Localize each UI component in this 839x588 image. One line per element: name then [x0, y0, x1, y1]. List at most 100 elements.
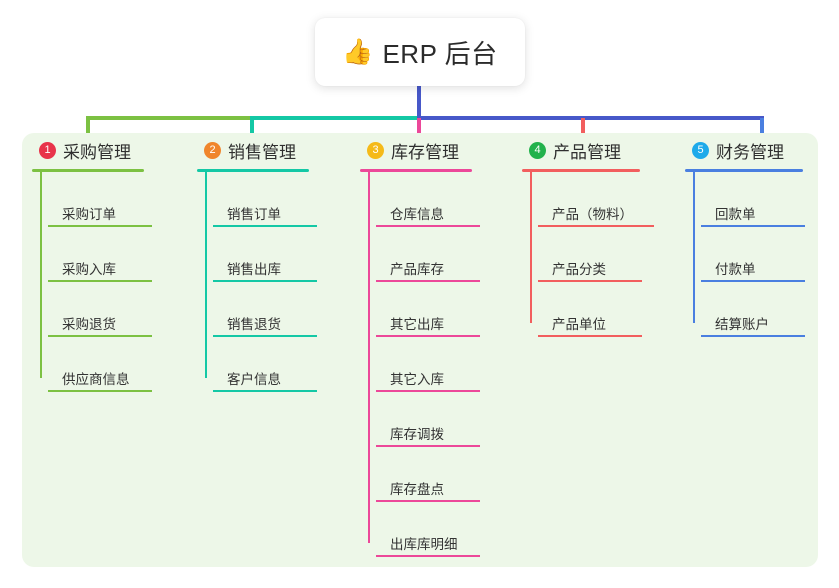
module-column: 5 财务管理回款单付款单结算账户 — [685, 133, 839, 337]
submodule-item[interactable]: 销售退货 — [213, 282, 317, 337]
submodule-label: 产品库存 — [390, 262, 444, 277]
submodule-list: 采购订单采购入库采购退货供应商信息 — [32, 172, 188, 392]
submodule-item[interactable]: 产品库存 — [376, 227, 480, 282]
submodule-item[interactable]: 采购订单 — [48, 172, 152, 227]
submodule-label: 仓库信息 — [390, 207, 444, 222]
submodule-item[interactable]: 库存盘点 — [376, 447, 480, 502]
module-header[interactable]: 5 财务管理 — [685, 133, 839, 167]
submodule-label: 回款单 — [715, 207, 756, 222]
module-title: 销售管理 — [228, 142, 296, 162]
module-index-badge: 4 — [529, 141, 546, 159]
module-header[interactable]: 2 销售管理 — [197, 133, 353, 167]
submodule-label: 其它出库 — [390, 317, 444, 332]
module-title: 产品管理 — [553, 142, 621, 162]
submodule-list: 仓库信息产品库存其它出库其它入库库存调拨库存盘点出库库明细 — [360, 172, 516, 557]
submodule-label: 产品（物料） — [552, 207, 633, 222]
submodule-item[interactable]: 销售出库 — [213, 227, 317, 282]
submodule-underline — [213, 335, 317, 337]
submodule-label: 采购订单 — [62, 207, 116, 222]
submodule-item[interactable]: 付款单 — [701, 227, 805, 282]
submodule-label: 其它入库 — [390, 372, 444, 387]
submodule-underline — [213, 280, 317, 282]
submodule-label: 销售出库 — [227, 262, 281, 277]
submodule-item[interactable]: 客户信息 — [213, 337, 317, 392]
thumbs-up-icon: 👍 — [342, 37, 374, 66]
submodule-underline — [538, 280, 642, 282]
submodule-item[interactable]: 采购入库 — [48, 227, 152, 282]
branch-spine — [368, 172, 370, 543]
root-node-card[interactable]: 👍 ERP 后台 — [315, 18, 525, 86]
submodule-item[interactable]: 其它出库 — [376, 282, 480, 337]
module-index-badge: 5 — [692, 141, 709, 159]
submodule-underline — [48, 390, 152, 392]
submodule-label: 付款单 — [715, 262, 756, 277]
submodule-underline — [213, 225, 317, 227]
submodule-label: 采购退货 — [62, 317, 116, 332]
submodule-list: 回款单付款单结算账户 — [685, 172, 839, 337]
module-index-badge: 3 — [367, 141, 384, 159]
module-column: 1 采购管理采购订单采购入库采购退货供应商信息 — [32, 133, 188, 392]
submodule-label: 结算账户 — [715, 317, 769, 332]
submodule-label: 客户信息 — [227, 372, 281, 387]
submodule-underline — [48, 280, 152, 282]
submodule-underline — [701, 335, 805, 337]
module-underline — [522, 169, 640, 172]
module-header[interactable]: 1 采购管理 — [32, 133, 188, 167]
module-index-badge: 2 — [204, 141, 221, 159]
module-underline — [32, 169, 144, 172]
submodule-underline — [376, 335, 480, 337]
submodule-label: 销售退货 — [227, 317, 281, 332]
submodule-underline — [376, 445, 480, 447]
submodule-list: 销售订单销售出库销售退货客户信息 — [197, 172, 353, 392]
submodule-underline — [213, 390, 317, 392]
submodule-underline — [376, 390, 480, 392]
branch-spine — [40, 172, 42, 378]
module-title: 采购管理 — [63, 142, 131, 162]
submodule-label: 产品分类 — [552, 262, 606, 277]
submodule-item[interactable]: 产品单位 — [538, 282, 642, 337]
module-index-badge: 1 — [39, 141, 56, 159]
module-columns: 1 采购管理采购订单采购入库采购退货供应商信息 2 销售管理销售订单销售出库销售退货客… — [22, 133, 818, 567]
submodule-item[interactable]: 仓库信息 — [376, 172, 480, 227]
submodule-underline — [701, 225, 805, 227]
module-underline — [197, 169, 309, 172]
submodule-underline — [376, 225, 480, 227]
submodule-underline — [376, 500, 480, 502]
submodule-label: 库存盘点 — [390, 482, 444, 497]
branch-spine — [205, 172, 207, 378]
module-column: 2 销售管理销售订单销售出库销售退货客户信息 — [197, 133, 353, 392]
submodule-underline — [701, 280, 805, 282]
submodule-item[interactable]: 库存调拨 — [376, 392, 480, 447]
submodule-underline — [48, 225, 152, 227]
submodule-label: 销售订单 — [227, 207, 281, 222]
submodule-underline — [376, 555, 480, 557]
submodule-item[interactable]: 结算账户 — [701, 282, 805, 337]
module-header[interactable]: 3 库存管理 — [360, 133, 516, 167]
submodule-underline — [538, 335, 642, 337]
submodule-label: 供应商信息 — [62, 372, 130, 387]
submodule-underline — [538, 225, 654, 227]
branch-spine — [530, 172, 532, 323]
submodule-item[interactable]: 销售订单 — [213, 172, 317, 227]
submodule-list: 产品（物料） 产品分类产品单位 — [522, 172, 678, 337]
submodule-label: 出库库明细 — [390, 537, 458, 552]
module-underline — [360, 169, 472, 172]
root-node-title: ERP 后台 — [382, 38, 498, 69]
module-column: 4 产品管理产品（物料） 产品分类产品单位 — [522, 133, 678, 337]
submodule-item[interactable]: 回款单 — [701, 172, 805, 227]
modules-panel — [22, 133, 818, 567]
submodule-item[interactable]: 出库库明细 — [376, 502, 480, 557]
branch-spine — [693, 172, 695, 323]
submodule-item[interactable]: 其它入库 — [376, 337, 480, 392]
submodule-item[interactable]: 采购退货 — [48, 282, 152, 337]
submodule-item[interactable]: 产品分类 — [538, 227, 642, 282]
submodule-item[interactable]: 供应商信息 — [48, 337, 152, 392]
module-title: 库存管理 — [391, 142, 459, 162]
submodule-label: 采购入库 — [62, 262, 116, 277]
module-header[interactable]: 4 产品管理 — [522, 133, 678, 167]
submodule-label: 库存调拨 — [390, 427, 444, 442]
submodule-underline — [48, 335, 152, 337]
module-title: 财务管理 — [716, 142, 784, 162]
submodule-item[interactable]: 产品（物料） — [538, 172, 654, 227]
